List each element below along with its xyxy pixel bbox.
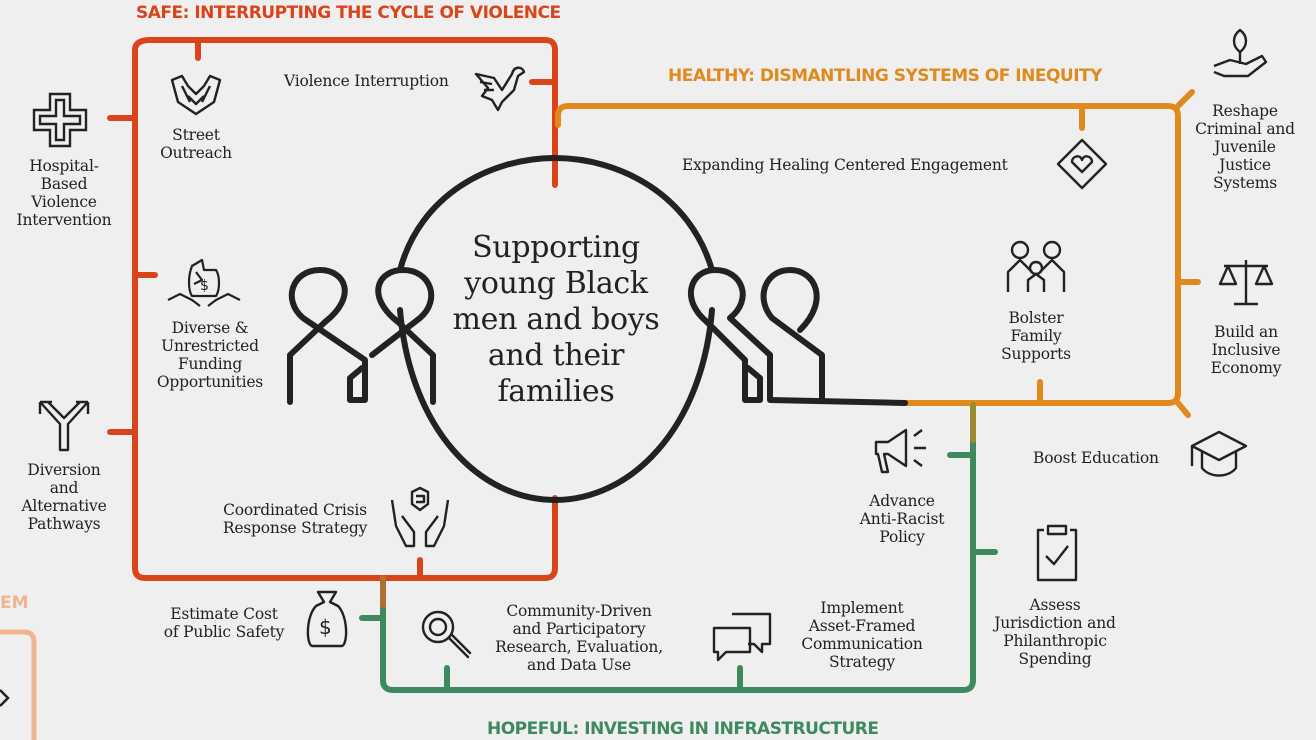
center-title: Supporting young Black men and boys and … <box>452 230 660 409</box>
healthy-loop <box>555 89 1201 418</box>
graduation-cap-icon <box>1190 428 1248 480</box>
money-bag-icon: $ <box>304 588 350 650</box>
partial-box <box>0 629 37 740</box>
safe-heading: SAFE: INTERRUPTING THE CYCLE OF VIOLENCE <box>136 3 561 23</box>
megaphone-icon <box>872 426 930 476</box>
expanding-healing-label: Expanding Healing Centered Engagement <box>682 156 1008 174</box>
svg-text:$: $ <box>319 615 332 639</box>
hopeful-heading: HOPEFUL: INVESTING IN INFRASTRUCTURE <box>487 719 879 739</box>
partial-chevron-icon <box>0 689 10 707</box>
healthy-heading: HEALTHY: DISMANTLING SYSTEMS OF INEQUITY <box>668 66 1102 86</box>
hospital-cross-icon <box>30 90 90 150</box>
dove-icon <box>472 60 528 112</box>
safe-loop <box>107 37 558 613</box>
diverging-arrows-icon <box>36 398 92 454</box>
partial-heading: EM <box>0 593 29 613</box>
svg-text:$: $ <box>200 278 209 294</box>
scales-icon <box>1218 256 1274 308</box>
hands-care-icon <box>388 486 452 550</box>
family-icon <box>1004 238 1068 294</box>
boost-education-label: Boost Education <box>1033 449 1159 467</box>
hopeful-loop <box>359 402 998 693</box>
center-figure <box>287 155 908 503</box>
violence-interruption-label: Violence Interruption <box>284 72 449 90</box>
money-bag-hands-icon: $ <box>166 256 242 312</box>
helping-hands-icon <box>168 72 224 118</box>
clipboard-check-icon <box>1034 520 1080 584</box>
magnifier-icon <box>418 607 474 663</box>
plant-hand-icon <box>1212 26 1268 82</box>
chat-bubbles-icon <box>710 610 774 662</box>
diamond-heart-icon <box>1056 138 1108 190</box>
